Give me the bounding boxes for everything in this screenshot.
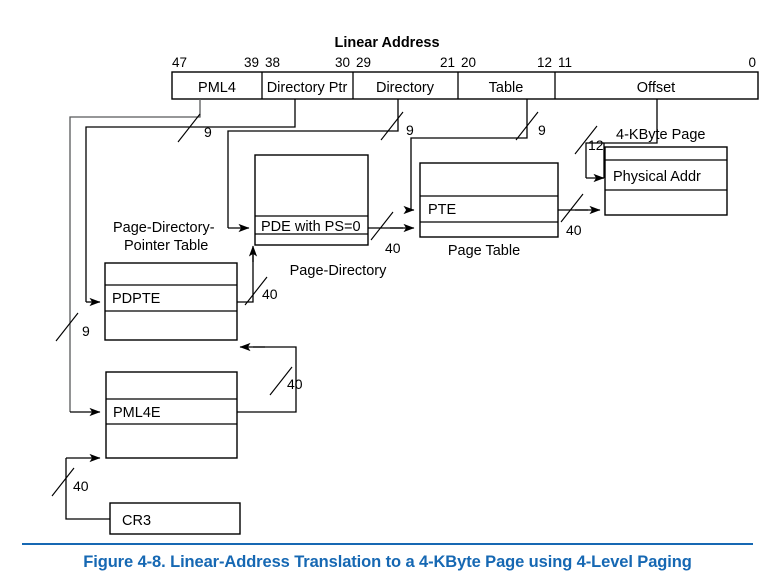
bit-label-12: 12 bbox=[537, 55, 552, 70]
route-pml4e-to-pdpt bbox=[237, 346, 297, 413]
route-pml4-index bbox=[69, 99, 201, 412]
box-pdpt bbox=[104, 262, 238, 341]
entry-pte: PTE bbox=[428, 202, 457, 218]
slash-offset bbox=[574, 125, 598, 155]
entry-physical-addr: Physical Addr bbox=[613, 169, 701, 185]
width-label-pte-base: 40 bbox=[566, 222, 582, 238]
bit-label-30: 30 bbox=[335, 55, 350, 70]
slash-table-index bbox=[515, 111, 539, 141]
slash-pml4e-base bbox=[269, 366, 293, 396]
label-page-directory: Page-Directory bbox=[290, 263, 387, 279]
width-label-directory-index: 9 bbox=[406, 122, 414, 138]
slash-pml4-index bbox=[55, 312, 79, 342]
bit-label-38: 38 bbox=[265, 55, 280, 70]
width-label-cr3-base: 40 bbox=[73, 478, 89, 494]
route-directory-index bbox=[227, 99, 399, 228]
bit-label-29: 29 bbox=[356, 55, 371, 70]
linear-address-bar bbox=[171, 71, 759, 100]
entry-pde: PDE with PS=0 bbox=[261, 219, 361, 235]
width-label-pml4-index: 9 bbox=[82, 323, 90, 339]
box-4kbyte-page bbox=[604, 146, 728, 216]
field-label-directory-ptr: Directory Ptr bbox=[267, 80, 348, 96]
entry-pml4e: PML4E bbox=[113, 405, 161, 421]
bit-label-21: 21 bbox=[440, 55, 455, 70]
slash-pde-base bbox=[370, 211, 394, 241]
paging-translation-diagram: Linear Address 47 39 38 30 29 21 20 12 1… bbox=[51, 35, 759, 535]
slash-directory-index bbox=[380, 111, 404, 141]
box-page-directory bbox=[254, 154, 369, 246]
width-label-pml4e-base: 40 bbox=[287, 376, 303, 392]
width-label-offset: 12 bbox=[588, 137, 604, 153]
bit-label-20: 20 bbox=[461, 55, 476, 70]
slash-pdpte-base bbox=[244, 276, 268, 306]
label-pdpt-line1: Page-Directory- bbox=[113, 220, 215, 236]
entry-cr3: CR3 bbox=[122, 513, 151, 529]
route-offset-down bbox=[585, 142, 604, 178]
label-4kbyte-page: 4-KByte Page bbox=[616, 127, 705, 143]
bit-label-0: 0 bbox=[748, 55, 756, 70]
slash-directory-ptr-index bbox=[177, 113, 201, 143]
field-label-directory: Directory bbox=[376, 80, 435, 96]
slash-cr3-base bbox=[51, 467, 75, 497]
bit-label-11: 11 bbox=[558, 55, 572, 70]
linear-address-title: Linear Address bbox=[334, 35, 439, 51]
width-label-pdpte-base: 40 bbox=[262, 286, 278, 302]
box-page-table bbox=[419, 162, 559, 238]
route-offset bbox=[603, 99, 658, 178]
label-page-table: Page Table bbox=[448, 243, 520, 259]
bit-label-47: 47 bbox=[172, 55, 187, 70]
box-pml4-table bbox=[105, 371, 238, 459]
route-pdpte-to-page-directory bbox=[237, 252, 254, 303]
field-label-offset: Offset bbox=[637, 80, 675, 96]
route-table-index bbox=[410, 99, 528, 210]
width-label-table-index: 9 bbox=[538, 122, 546, 138]
slash-pte-base bbox=[560, 193, 584, 223]
width-label-directory-ptr-index: 9 bbox=[204, 124, 212, 140]
width-label-pde-base: 40 bbox=[385, 240, 401, 256]
bit-label-39: 39 bbox=[244, 55, 259, 70]
field-label-pml4: PML4 bbox=[198, 80, 236, 96]
figure-caption-bar: Figure 4-8. Linear-Address Translation t… bbox=[0, 540, 775, 584]
entry-pdpte: PDPTE bbox=[112, 291, 161, 307]
field-label-table: Table bbox=[489, 80, 524, 96]
caption-divider-rule bbox=[22, 543, 753, 545]
figure-caption: Figure 4-8. Linear-Address Translation t… bbox=[83, 552, 692, 571]
label-pdpt-line2: Pointer Table bbox=[124, 238, 208, 254]
